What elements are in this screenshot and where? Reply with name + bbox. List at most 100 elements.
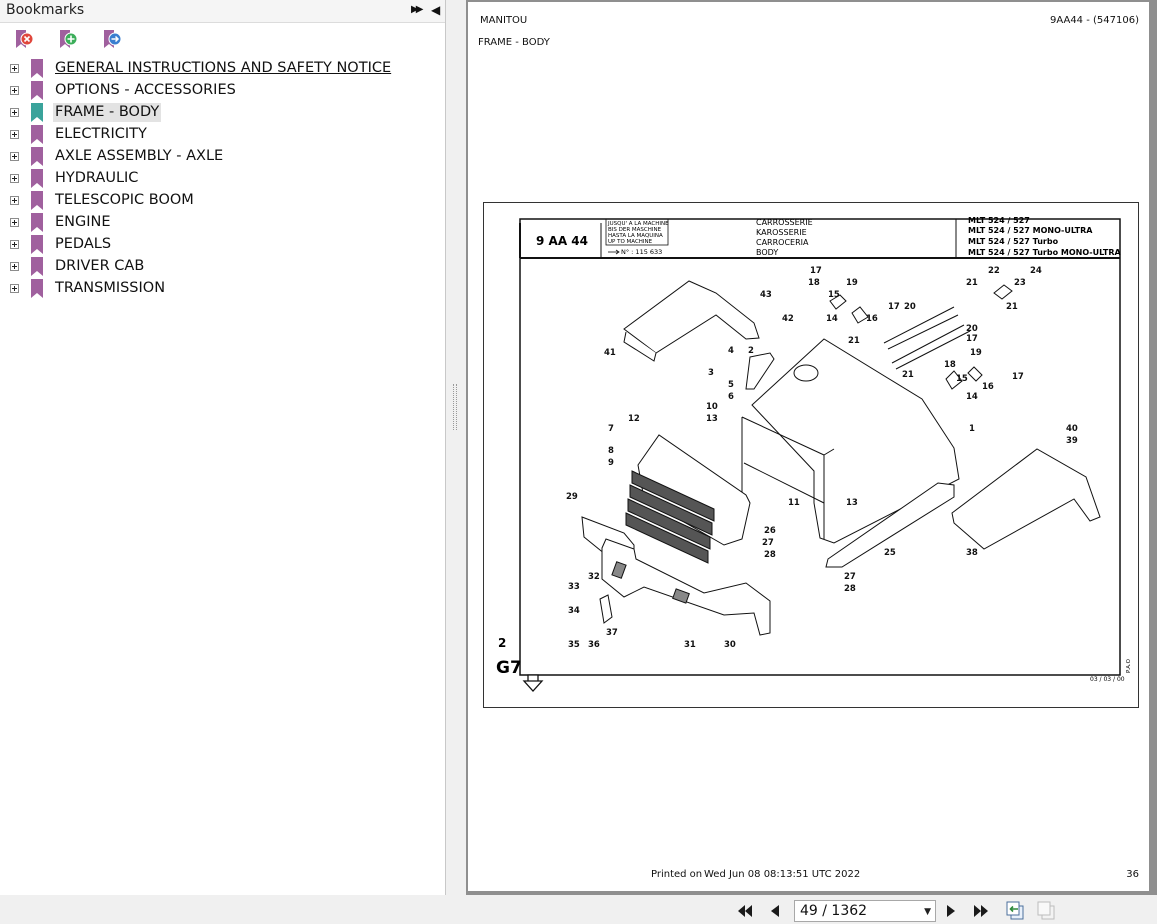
part-callout: 38 bbox=[966, 548, 978, 558]
bookmark-item[interactable]: GENERAL INSTRUCTIONS AND SAFETY NOTICE bbox=[0, 58, 440, 80]
collapse-panel-icon[interactable]: ◀ bbox=[431, 3, 441, 17]
bookmark-flag-icon bbox=[31, 81, 43, 100]
part-callout: 21 bbox=[1006, 302, 1018, 312]
delete-bookmark-icon[interactable] bbox=[14, 29, 34, 51]
down-arrow-icon bbox=[522, 674, 544, 692]
bookmark-label[interactable]: ENGINE bbox=[55, 214, 111, 230]
add-bookmark-icon[interactable] bbox=[58, 29, 78, 51]
part-callout: 23 bbox=[1014, 278, 1026, 288]
navigation-bar bbox=[0, 895, 1157, 924]
expand-plus-icon[interactable] bbox=[10, 86, 19, 95]
bookmark-item[interactable]: HYDRAULIC bbox=[0, 168, 440, 190]
splitter-grip[interactable] bbox=[453, 384, 457, 430]
bookmark-item[interactable]: ELECTRICITY bbox=[0, 124, 440, 146]
page-number-input[interactable]: 49 / 1362 bbox=[800, 903, 868, 919]
bookmarks-header: Bookmarks ▶▶ ◀ bbox=[0, 0, 445, 23]
expand-plus-icon[interactable] bbox=[10, 218, 19, 227]
bookmark-item[interactable]: PEDALS bbox=[0, 234, 440, 256]
bookmark-label[interactable]: FRAME - BODY bbox=[53, 103, 162, 122]
expand-plus-icon[interactable] bbox=[10, 196, 19, 205]
bookmark-label[interactable]: OPTIONS - ACCESSORIES bbox=[55, 82, 236, 98]
expand-plus-icon[interactable] bbox=[10, 174, 19, 183]
expand-plus-icon[interactable] bbox=[10, 262, 19, 271]
drawing-title-en: BODY bbox=[756, 248, 778, 257]
part-callout: 4 bbox=[728, 346, 734, 356]
bookmark-item[interactable]: TELESCOPIC BOOM bbox=[0, 190, 440, 212]
part-callout: 1 bbox=[969, 424, 975, 434]
until-line-4: UP TO MACHINE bbox=[608, 239, 653, 245]
last-page-icon[interactable] bbox=[972, 902, 990, 920]
bookmark-flag-icon bbox=[31, 213, 43, 232]
drawing-title-fr: CARROSSERIE bbox=[756, 218, 813, 227]
printed-date: Wed Jun 08 08:13:51 UTC 2022 bbox=[704, 869, 861, 880]
bookmark-item[interactable]: DRIVER CAB bbox=[0, 256, 440, 278]
bookmark-flag-icon bbox=[31, 147, 43, 166]
panel-splitter[interactable] bbox=[446, 0, 466, 895]
previous-page-icon[interactable] bbox=[766, 902, 784, 920]
go-to-bookmark-icon[interactable] bbox=[102, 29, 122, 51]
bookmark-item[interactable]: AXLE ASSEMBLY - AXLE bbox=[0, 146, 440, 168]
next-page-icon[interactable] bbox=[942, 902, 960, 920]
bookmark-item[interactable]: FRAME - BODY bbox=[0, 102, 440, 124]
expand-plus-icon[interactable] bbox=[10, 64, 19, 73]
part-callout: 17 bbox=[966, 334, 978, 344]
bookmark-flag-icon bbox=[31, 125, 43, 144]
bookmark-flag-icon bbox=[31, 169, 43, 188]
part-callout: 27 bbox=[844, 572, 856, 582]
bookmark-flag-icon bbox=[31, 191, 43, 210]
part-callout: 8 bbox=[608, 446, 614, 456]
model-4: MLT 524 / 527 Turbo MONO-ULTRA bbox=[968, 248, 1121, 257]
bookmark-item[interactable]: ENGINE bbox=[0, 212, 440, 234]
chevron-down-icon[interactable]: ▼ bbox=[924, 907, 931, 917]
document-viewer[interactable]: MANITOU 9AA44 - (547106) FRAME - BODY 9 … bbox=[466, 0, 1157, 895]
bookmark-label[interactable]: PEDALS bbox=[55, 236, 112, 252]
bookmark-label[interactable]: GENERAL INSTRUCTIONS AND SAFETY NOTICE bbox=[55, 60, 392, 76]
serial-number: N° : 115 633 bbox=[621, 248, 662, 256]
bookmark-label[interactable]: ELECTRICITY bbox=[55, 126, 147, 142]
part-callout: 13 bbox=[706, 414, 718, 424]
expand-panel-icon[interactable]: ▶▶ bbox=[411, 4, 424, 15]
bookmark-label[interactable]: HYDRAULIC bbox=[55, 170, 139, 186]
part-callout: 35 bbox=[568, 640, 580, 650]
part-callout: 6 bbox=[728, 392, 734, 402]
expand-plus-icon[interactable] bbox=[10, 240, 19, 249]
part-callout: 25 bbox=[884, 548, 896, 558]
sheet-number: 2 bbox=[498, 636, 506, 650]
part-callout: 40 bbox=[1066, 424, 1078, 434]
bookmark-label[interactable]: AXLE ASSEMBLY - AXLE bbox=[55, 148, 224, 164]
expand-plus-icon[interactable] bbox=[10, 108, 19, 117]
bookmark-item[interactable]: TRANSMISSION bbox=[0, 278, 440, 300]
page-reference: 9AA44 - (547106) bbox=[1050, 15, 1139, 26]
bookmark-item[interactable]: OPTIONS - ACCESSORIES bbox=[0, 80, 440, 102]
page-brand: MANITOU bbox=[480, 15, 528, 26]
printed-label: Printed on bbox=[651, 869, 703, 880]
part-callout: 21 bbox=[848, 336, 860, 346]
part-callout: 21 bbox=[966, 278, 978, 288]
next-view-icon[interactable] bbox=[1036, 900, 1056, 920]
bookmark-label[interactable]: TELESCOPIC BOOM bbox=[55, 192, 194, 208]
part-callout: 32 bbox=[588, 572, 600, 582]
part-callout: 16 bbox=[866, 314, 878, 324]
part-callout: 22 bbox=[988, 266, 1000, 276]
first-page-icon[interactable] bbox=[736, 902, 754, 920]
expand-plus-icon[interactable] bbox=[10, 284, 19, 293]
bookmark-label[interactable]: DRIVER CAB bbox=[55, 258, 145, 274]
expand-plus-icon[interactable] bbox=[10, 130, 19, 139]
bookmark-flag-icon bbox=[31, 235, 43, 254]
model-2: MLT 524 / 527 MONO-ULTRA bbox=[968, 226, 1093, 235]
part-callout: 24 bbox=[1030, 266, 1042, 276]
bookmark-flag-icon bbox=[31, 59, 43, 78]
bookmarks-title: Bookmarks bbox=[6, 2, 85, 18]
part-callout: 14 bbox=[966, 392, 978, 402]
part-callout: 19 bbox=[970, 348, 982, 358]
bookmark-label[interactable]: TRANSMISSION bbox=[55, 280, 166, 296]
previous-view-icon[interactable] bbox=[1005, 900, 1025, 920]
part-callout: 26 bbox=[764, 526, 776, 536]
expand-plus-icon[interactable] bbox=[10, 152, 19, 161]
part-callout: 30 bbox=[724, 640, 736, 650]
part-callout: 2 bbox=[748, 346, 754, 356]
part-callout: 18 bbox=[808, 278, 820, 288]
part-callout: 5 bbox=[728, 380, 734, 390]
page-number-select[interactable]: 49 / 1362 ▼ bbox=[794, 900, 936, 922]
until-line-2: BIS DER MASCHINE bbox=[608, 227, 662, 233]
